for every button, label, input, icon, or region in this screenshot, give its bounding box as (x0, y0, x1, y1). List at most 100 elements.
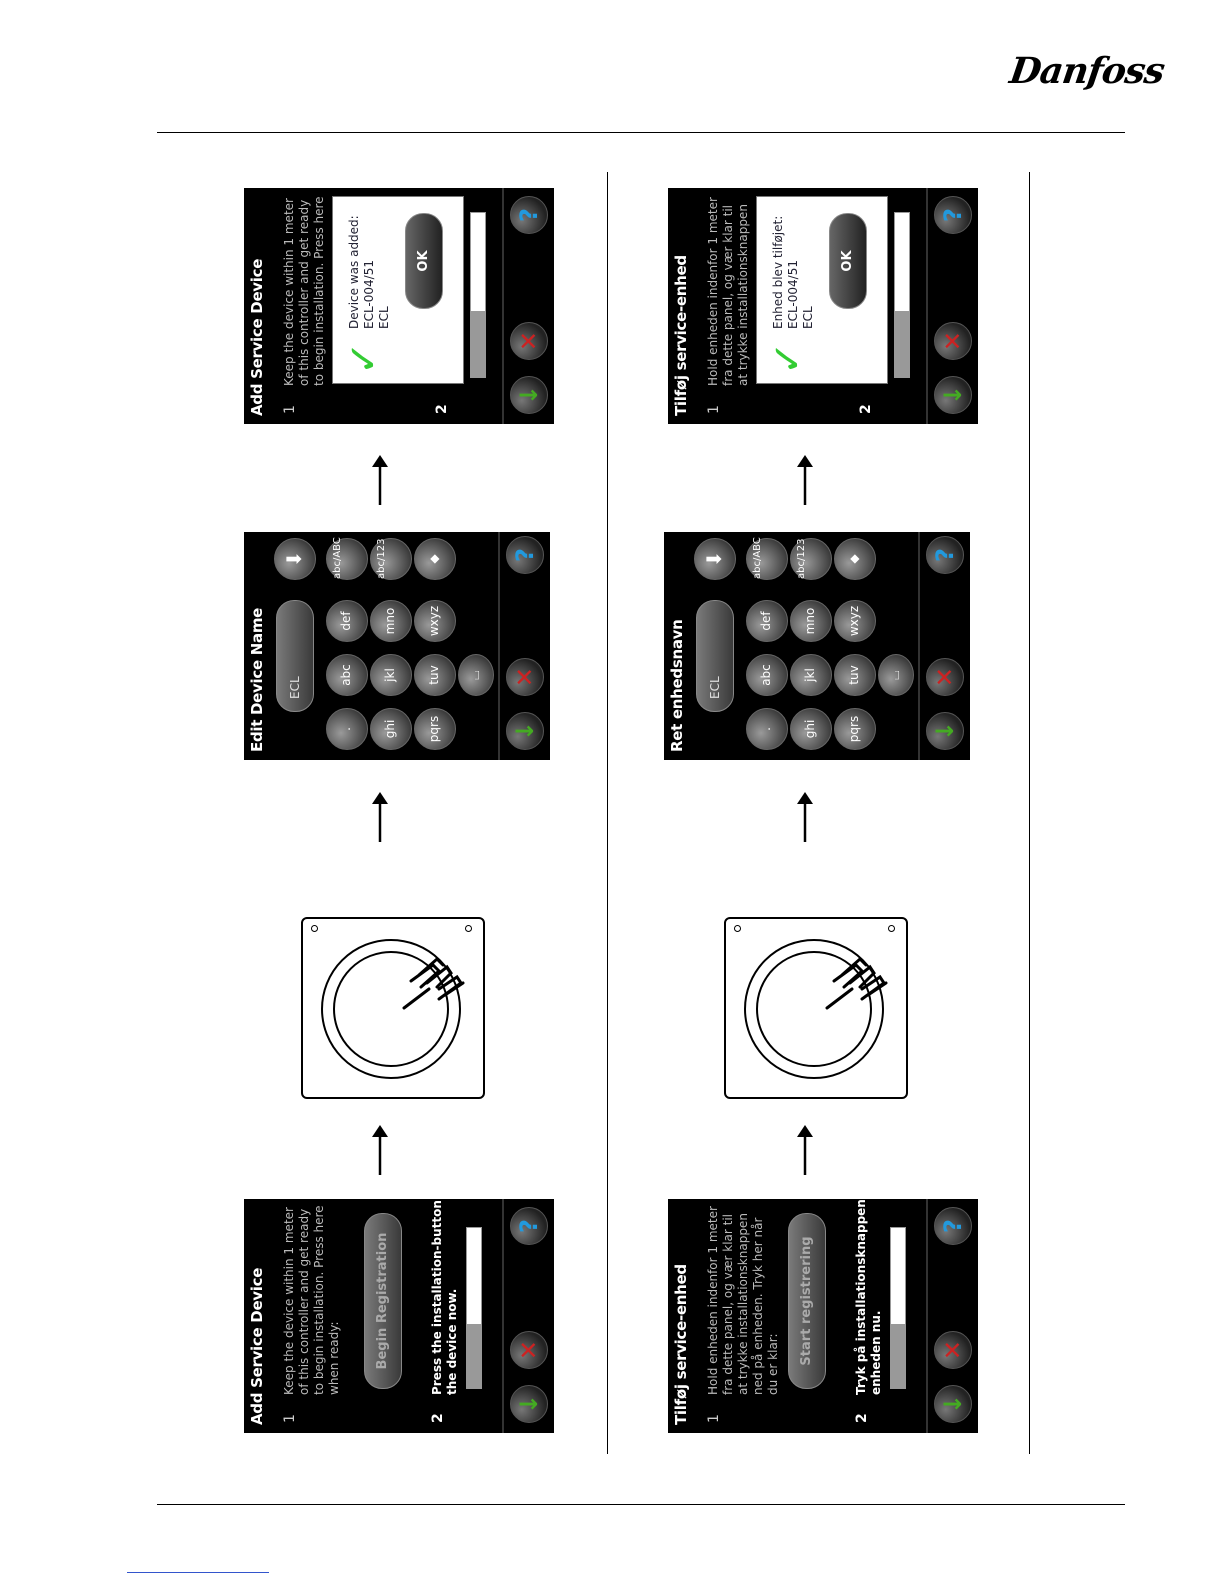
help-button[interactable]: ? (506, 536, 544, 574)
help-button[interactable]: ? (926, 536, 964, 574)
space-key[interactable]: ⌴ (878, 654, 914, 696)
help-button[interactable]: ? (934, 1207, 972, 1245)
blue-question-icon: ? (939, 1219, 967, 1233)
footer-link[interactable] (127, 1572, 269, 1573)
confirm-button[interactable]: ↓ (934, 376, 972, 414)
flow-arrow-up-icon (372, 792, 388, 842)
cancel-button[interactable]: ✕ (934, 1331, 972, 1369)
step-2-number: 2 (430, 1413, 446, 1423)
clear-key[interactable]: ◆ (414, 538, 456, 580)
cancel-button[interactable]: ✕ (926, 658, 964, 696)
green-down-arrow-icon: ↓ (939, 384, 967, 406)
confirm-button[interactable]: ↓ (510, 376, 548, 414)
begin-registration-button[interactable]: Begin Registration (364, 1213, 402, 1389)
bottom-bar: ↓ ✕ ? (502, 188, 554, 424)
space-key[interactable]: ⌴ (458, 654, 494, 696)
key[interactable]: wxyz (834, 600, 876, 642)
key[interactable]: abc (746, 654, 788, 696)
help-button[interactable]: ? (510, 196, 548, 234)
case-toggle-key[interactable]: abc/ABC (326, 537, 368, 580)
screen-title: Tilføj service-enhed (672, 255, 690, 416)
da-edit-device-name-screen: Ret enhedsnavn ECL ⬇ . abc def abc/ABC g… (664, 532, 970, 760)
key[interactable]: wxyz (414, 600, 456, 642)
red-x-icon: ✕ (931, 666, 959, 688)
help-button[interactable]: ? (510, 1207, 548, 1245)
green-check-icon: ✓ (765, 341, 811, 375)
bottom-bar: ↓ ✕ ? (502, 1199, 554, 1433)
key[interactable]: . (746, 708, 788, 750)
registration-progress (894, 212, 910, 378)
controller-panel-illustration (301, 917, 485, 1099)
ok-button[interactable]: OK (405, 213, 443, 309)
key[interactable]: ghi (790, 708, 832, 750)
da-device-added-screen: Tilføj service-enhed 1 Hold enheden inde… (668, 188, 978, 424)
step-2-number: 2 (854, 1413, 870, 1423)
key[interactable]: tuv (834, 654, 876, 696)
cancel-button[interactable]: ✕ (510, 1331, 548, 1369)
device-name-input[interactable]: ECL (696, 600, 734, 712)
backspace-key[interactable]: ⬇ (694, 538, 736, 580)
flow-arrow-up-icon (797, 1125, 813, 1175)
key[interactable]: jkl (790, 654, 832, 696)
step-1-text: Keep the device within 1 meter of this c… (282, 1205, 341, 1395)
key[interactable]: . (326, 708, 368, 750)
registration-progress (466, 1227, 482, 1389)
screw (311, 925, 318, 932)
screen-title: Tilføj service-enhed (672, 1264, 690, 1425)
red-x-icon: ✕ (515, 1339, 543, 1361)
confirm-button[interactable]: ↓ (934, 1385, 972, 1423)
flow-arrow-up-icon (372, 1125, 388, 1175)
cancel-button[interactable]: ✕ (506, 658, 544, 696)
cancel-button[interactable]: ✕ (934, 322, 972, 360)
blue-question-icon: ? (515, 208, 543, 222)
add-service-device-screen: Add Service Device 1 Keep the device wit… (244, 1199, 554, 1433)
step-2-number: 2 (858, 404, 874, 414)
ok-button[interactable]: OK (829, 213, 867, 309)
key[interactable]: def (326, 600, 368, 642)
backspace-key[interactable]: ⬇ (274, 538, 316, 580)
cancel-button[interactable]: ✕ (510, 322, 548, 360)
rotary-knob-inner (756, 951, 872, 1067)
bottom-bar: ↓ ✕ ? (918, 532, 970, 760)
green-down-arrow-icon: ↓ (939, 1393, 967, 1415)
key[interactable]: mno (370, 600, 412, 642)
blue-question-icon: ? (515, 1219, 543, 1233)
key[interactable]: def (746, 600, 788, 642)
blue-question-icon: ? (931, 548, 959, 562)
footer-rule (157, 1504, 1125, 1505)
key[interactable]: pqrs (414, 708, 456, 750)
bottom-bar: ↓ ✕ ? (498, 532, 550, 760)
blue-question-icon: ? (511, 548, 539, 562)
device-name-input[interactable]: ECL (276, 600, 314, 712)
key[interactable]: abc (326, 654, 368, 696)
key[interactable]: jkl (370, 654, 412, 696)
confirm-button[interactable]: ↓ (926, 712, 964, 750)
green-down-arrow-icon: ↓ (511, 720, 539, 742)
numeric-toggle-key[interactable]: abc/123 (370, 538, 412, 580)
key[interactable]: ghi (370, 708, 412, 750)
key[interactable]: tuv (414, 654, 456, 696)
device-added-dialog: ✓ Device was added: ECL-004/51 ECL OK (332, 196, 464, 384)
controller-panel-illustration (724, 917, 908, 1099)
step-1-text: Hold enheden indenfor 1 meter fra dette … (706, 1206, 780, 1395)
screen-title: Edit Device Name (248, 607, 266, 752)
confirm-button[interactable]: ↓ (506, 712, 544, 750)
eraser-icon: ◆ (847, 554, 861, 564)
dialog-message: Device was added: ECL-004/51 ECL (347, 215, 391, 329)
rotary-knob-outer (744, 939, 884, 1079)
key[interactable]: pqrs (834, 708, 876, 750)
step-1-text: Hold enheden indenfor 1 meter fra dette … (706, 197, 750, 386)
green-down-arrow-icon: ↓ (931, 720, 959, 742)
green-down-arrow-icon: ↓ (515, 384, 543, 406)
start-registration-button[interactable]: Start registrering (788, 1213, 826, 1389)
dialog-message: Enhed blev tilføjet: ECL-004/51 ECL (771, 215, 815, 329)
step-1-number: 1 (706, 1414, 722, 1423)
case-toggle-key[interactable]: abc/ABC (746, 537, 788, 580)
screw (888, 925, 895, 932)
help-button[interactable]: ? (934, 196, 972, 234)
confirm-button[interactable]: ↓ (510, 1385, 548, 1423)
numeric-toggle-key[interactable]: abc/123 (790, 538, 832, 580)
clear-key[interactable]: ◆ (834, 538, 876, 580)
key[interactable]: mno (790, 600, 832, 642)
da-add-service-device-screen: Tilføj service-enhed 1 Hold enheden inde… (668, 1199, 978, 1433)
